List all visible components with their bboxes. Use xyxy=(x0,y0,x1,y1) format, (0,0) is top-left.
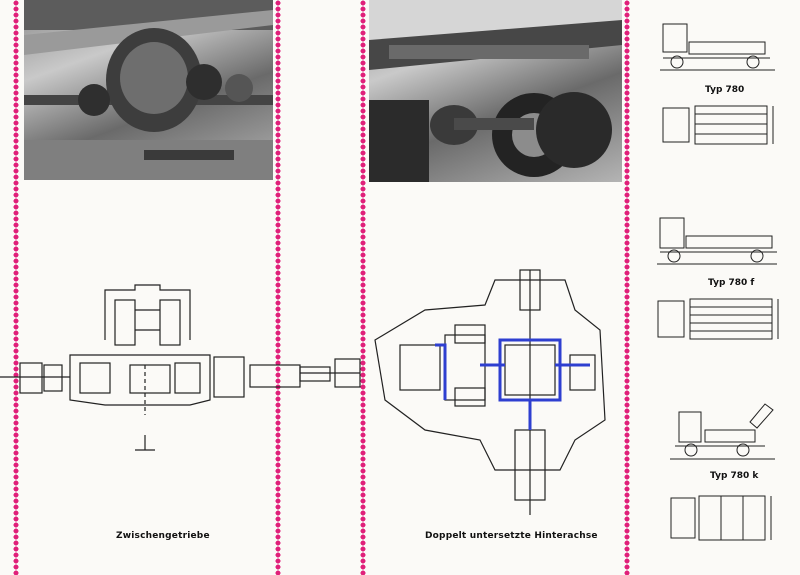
truck-side-view-780f xyxy=(657,217,777,265)
truck-top-view-780 xyxy=(662,105,774,145)
model-label-780: Typ 780 xyxy=(705,85,745,95)
photo-transfer-gearbox xyxy=(24,0,273,180)
dotted-border-center-right xyxy=(360,0,366,575)
truck-side-view-780 xyxy=(660,23,775,71)
dotted-border-right xyxy=(624,0,630,575)
photo-rear-axle xyxy=(369,0,622,182)
photo-transfer-gearbox-drawing xyxy=(24,0,273,180)
dotted-border-left xyxy=(13,0,19,575)
photo-rear-axle-drawing xyxy=(369,0,622,182)
drawing-rear-axle xyxy=(374,269,606,515)
caption-transfer-gearbox: Zwischengetriebe xyxy=(116,531,210,541)
truck-top-view-780f xyxy=(657,298,779,340)
model-label-780k: Typ 780 k xyxy=(710,471,759,481)
truck-side-view-780k xyxy=(670,403,775,460)
caption-rear-axle: Doppelt untersetzte Hinterachse xyxy=(425,531,598,541)
dotted-border-center-left xyxy=(275,0,281,575)
truck-top-view-780k xyxy=(670,495,772,541)
model-label-780f: Typ 780 f xyxy=(708,278,755,288)
drawing-transfer-gearbox xyxy=(0,284,361,451)
